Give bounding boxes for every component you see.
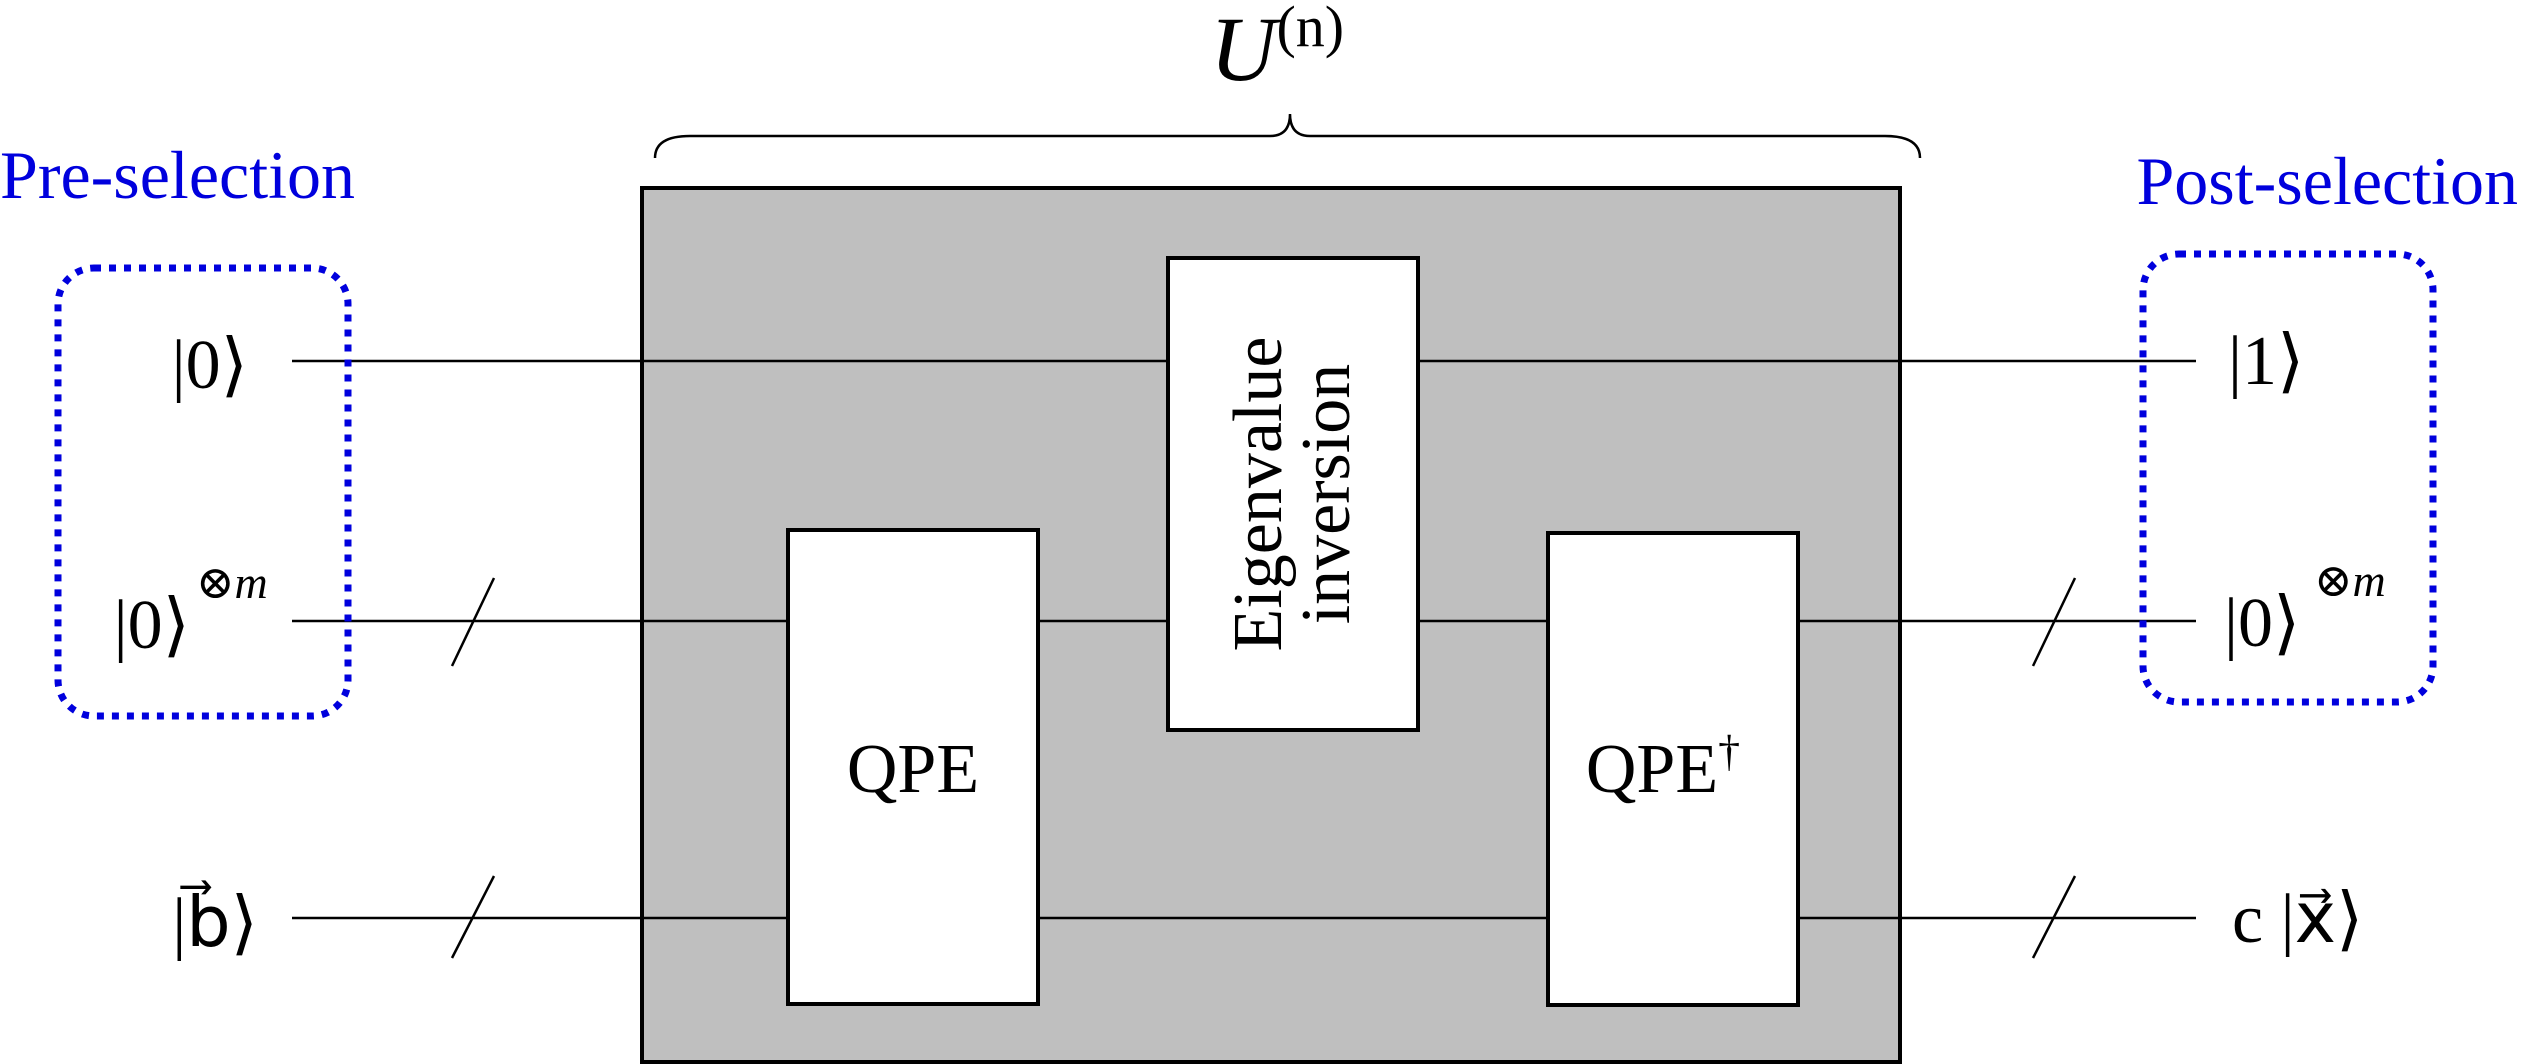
pre-selection-title: Pre-selection [0, 137, 355, 213]
bus-slash [450, 577, 496, 667]
qpe-gate-label: QPE [847, 731, 979, 808]
unitary-label: U(n) [1210, 0, 1344, 100]
eigenvalue-inversion-label-line2: inversion [1288, 364, 1365, 625]
output-ket-register: |0⟩ [2224, 585, 2300, 662]
qpe-gate [786, 528, 1040, 1006]
output-ket-x: c |x⃗⟩ [2232, 881, 2363, 958]
input-ket-register-power: ⊗m [196, 557, 268, 608]
qpe-dagger-gate-label: QPE† [1586, 727, 1740, 808]
bus-slash [2031, 577, 2077, 667]
input-ket-b: |b⃗⟩ [172, 879, 258, 962]
output-ket-register-power: ⊗m [2314, 555, 2386, 606]
input-ket-ancilla: |0⟩ [172, 327, 248, 404]
post-selection-box [2139, 250, 2437, 706]
input-ket-register: |0⟩ [114, 587, 190, 664]
pre-selection-box [54, 264, 352, 720]
eigenvalue-inversion-label-line1: Eigenvalue [1220, 337, 1297, 652]
circuit-wires [292, 359, 2196, 959]
unitary-brace [653, 113, 1922, 159]
output-ket-ancilla: |1⟩ [2228, 323, 2304, 400]
bus-slash [450, 875, 496, 959]
qpe-dagger-gate [1546, 531, 1800, 1007]
post-selection-title: Post-selection [2136, 143, 2518, 219]
bus-slash [2031, 875, 2077, 959]
eigenvalue-inversion-gate [1166, 256, 1420, 732]
